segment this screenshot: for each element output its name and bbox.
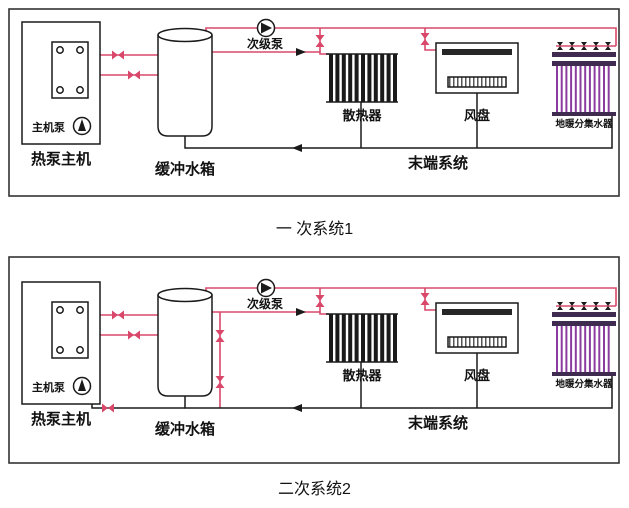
valve-icon xyxy=(315,35,325,47)
valve-icon xyxy=(102,403,114,413)
manifold-valve-icon xyxy=(581,42,587,50)
floor-heating-manifold xyxy=(552,42,616,116)
radiator-label: 散热器 xyxy=(342,108,382,123)
flow-right-arrow-icon xyxy=(296,48,306,56)
terminal-system-label: 末端系统 xyxy=(408,414,468,432)
manifold-valve-icon xyxy=(581,302,587,310)
flow-right-arrow-icon xyxy=(296,308,306,316)
primary-system-caption: 一 次系统1 xyxy=(275,221,354,238)
secondary-pump-icon xyxy=(256,18,276,38)
diagram-content: 主机泵 热泵主机 缓冲水箱 次级泵 散热器 xyxy=(21,278,617,438)
heat-pump-unit: 主机泵 xyxy=(21,281,101,405)
main-pump-icon xyxy=(72,116,92,136)
main-pump-label: 主机泵 xyxy=(32,380,65,394)
valves xyxy=(112,33,430,80)
flow-left-arrow-icon xyxy=(292,144,302,152)
valve-icon xyxy=(315,295,325,307)
valve-icon xyxy=(128,330,140,340)
buffer-tank-label: 缓冲水箱 xyxy=(155,160,215,178)
manifold-valve-icon xyxy=(569,42,575,50)
fan-coil xyxy=(435,302,519,354)
terminal-system-label: 末端系统 xyxy=(408,154,468,172)
valve-icon xyxy=(128,70,140,80)
fan-coil xyxy=(435,42,519,94)
valves xyxy=(102,293,430,413)
secondary-pump-label: 次级泵 xyxy=(247,36,283,51)
secondary-pump-label: 次级泵 xyxy=(247,296,283,311)
valve-icon xyxy=(420,33,430,45)
valve-icon xyxy=(112,50,124,60)
manifold-label: 地暖分集水器 xyxy=(555,118,613,130)
flow-left-arrow-icon xyxy=(292,404,302,412)
valve-icon xyxy=(215,376,225,388)
radiator xyxy=(326,53,398,103)
fan-coil-label: 风盘 xyxy=(464,368,490,383)
return-piping xyxy=(91,353,613,409)
secondary-system-caption: 二次系统2 xyxy=(278,481,351,498)
manifold-valve-icon xyxy=(557,302,563,310)
buffer-tank-label: 缓冲水箱 xyxy=(155,420,215,438)
heat-pump-unit: 主机泵 xyxy=(21,21,101,145)
manifold-valve-icon xyxy=(569,302,575,310)
valve-icon xyxy=(112,310,124,320)
secondary-pump-icon xyxy=(256,278,276,298)
valve-icon xyxy=(420,293,430,305)
diagram-border xyxy=(8,8,620,197)
manifold-valve-icon xyxy=(605,42,611,50)
manifold-valve-icon xyxy=(593,302,599,310)
radiator xyxy=(326,313,398,363)
fan-coil-label: 风盘 xyxy=(464,108,490,123)
buffer-tank xyxy=(157,27,213,137)
secondary-system-diagram: 主机泵 热泵主机 缓冲水箱 次级泵 散热器 xyxy=(8,256,620,464)
heat-pump-label: 热泵主机 xyxy=(31,410,91,428)
buffer-tank xyxy=(157,287,213,397)
return-piping xyxy=(184,93,613,149)
heat-pump-label: 热泵主机 xyxy=(31,150,91,168)
manifold-valve-icon xyxy=(557,42,563,50)
manifold-valve-icon xyxy=(605,302,611,310)
floor-heating-manifold xyxy=(552,302,616,376)
diagram-border xyxy=(8,256,620,464)
main-pump-icon xyxy=(72,376,92,396)
manifold-valve-icon xyxy=(593,42,599,50)
main-pump-label: 主机泵 xyxy=(32,120,65,134)
primary-system-diagram: 主机泵 热泵主机 缓冲水箱 次级泵 散热器 风盘 xyxy=(8,8,620,197)
manifold-label: 地暖分集水器 xyxy=(555,378,613,390)
radiator-label: 散热器 xyxy=(342,368,382,383)
valve-icon xyxy=(215,330,225,342)
